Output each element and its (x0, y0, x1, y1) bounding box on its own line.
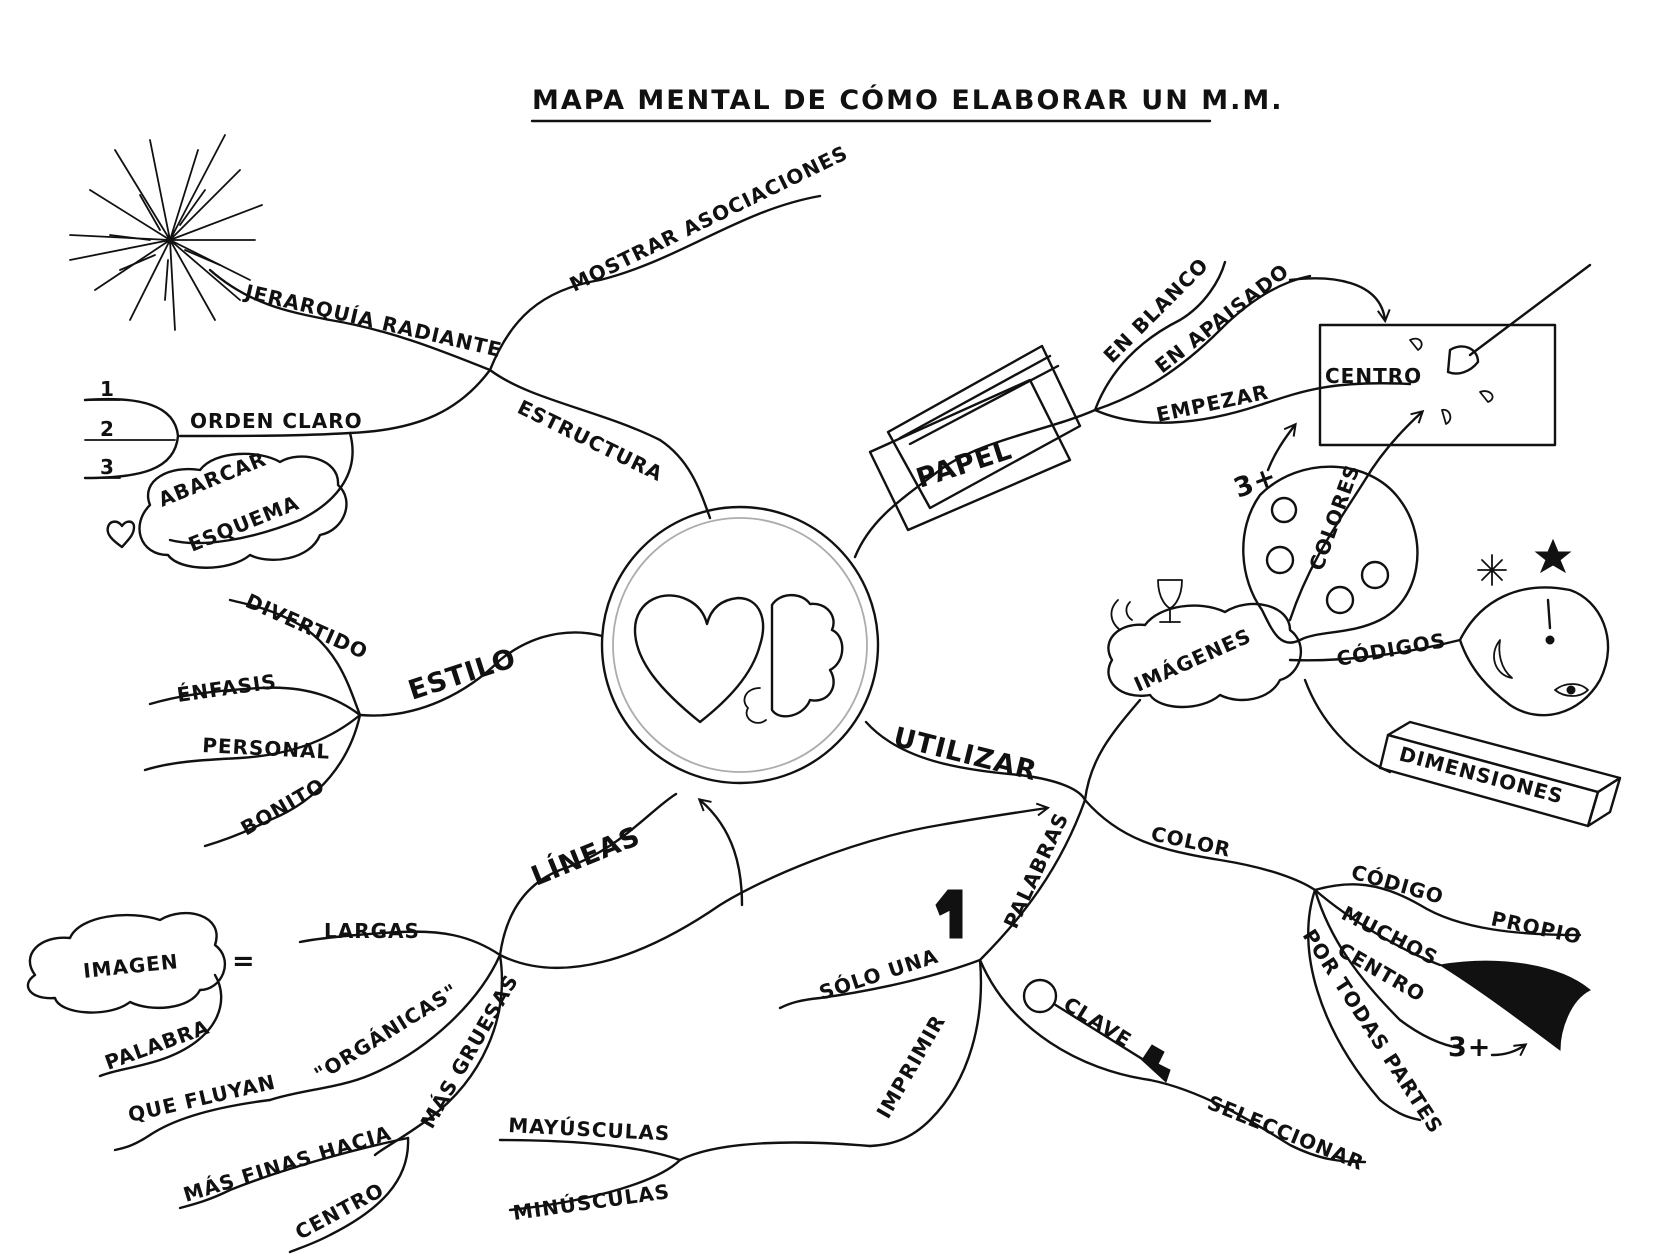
branch-en-blanco (1093, 260, 1227, 412)
label-num-3: 3 (100, 455, 115, 479)
heart-icon (106, 520, 136, 549)
branch-en-apaisado (1093, 274, 1312, 412)
label-jerarquia-radiante: JERARQUÍA RADIANTE (241, 279, 505, 362)
branch-jerarquia (208, 268, 492, 372)
label-num-2: 2 (100, 417, 115, 441)
label-centro-lineas: CENTRO (291, 1178, 388, 1245)
imagen-cloud (26, 912, 227, 1014)
imprimir-link (678, 1141, 872, 1162)
number-one-icon (935, 889, 963, 939)
ink-brush-icon (1438, 960, 1591, 1051)
branch-bonito (203, 713, 362, 848)
branch-estilo (358, 631, 604, 717)
branch-estructura (488, 368, 712, 520)
label-lineas: LÍNEAS (527, 820, 645, 893)
heart-and-brain-icon (600, 505, 880, 785)
label-clave: CLAVE (1059, 992, 1136, 1052)
label-estilo: ESTILO (405, 643, 521, 707)
label-imprimir: IMPRIMIR (872, 1010, 951, 1122)
label-esquema: ESQUEMA (185, 490, 303, 556)
3d-box-icon (1378, 720, 1622, 828)
map-title: MAPA MENTAL DE CÓMO ELABORAR UN M.M. (532, 84, 1283, 116)
branch-codigos (1288, 638, 1462, 662)
imagenes-cloud (1107, 602, 1302, 709)
branch-seleccionar (978, 958, 1367, 1164)
branch-color (1083, 798, 1317, 892)
label-utilizar: UTILIZAR (890, 722, 1040, 788)
branch-mas-finas (178, 1136, 410, 1210)
label-igual: = (232, 946, 256, 977)
branch-imagenes (1083, 698, 1142, 802)
esquema-cloud (138, 452, 348, 569)
branch-muchos (1313, 888, 1442, 967)
branch-colores (1288, 412, 1422, 622)
brush-canvas-icon (1318, 263, 1592, 447)
label-orden-claro: ORDEN CLARO (190, 409, 363, 433)
label-tres-mas-color: 3+ (1448, 1032, 1491, 1063)
label-mostrar-asociaciones: MOSTRAR ASOCIACIONES (566, 141, 852, 297)
tres-mas-arrow (1490, 1045, 1525, 1057)
symbols-icon (1458, 538, 1610, 717)
label-codigo: CÓDIGO (1349, 860, 1447, 909)
branch-enfasis (148, 686, 362, 717)
label-codigos: CÓDIGOS (1335, 628, 1448, 671)
label-palabras: PALABRAS (999, 809, 1074, 932)
branch-palabras (978, 798, 1087, 962)
branch-palabra (98, 973, 223, 1078)
orden-bracket (83, 397, 180, 480)
label-papel: PAPEL (913, 435, 1016, 495)
apaisado-arrow (1288, 277, 1385, 320)
label-enfasis: ÉNFASIS (175, 669, 278, 707)
branch-codigo (1313, 883, 1582, 937)
branch-lineas (498, 792, 678, 957)
label-imagen: IMAGEN (82, 949, 180, 983)
label-divertido: DIVERTIDO (242, 589, 372, 664)
label-largas: LARGAS (324, 919, 420, 943)
branch-minusculas (508, 1158, 682, 1212)
label-estructura: ESTRUCTURA (514, 395, 667, 486)
label-minusculas: MINÚSCULAS (511, 1179, 671, 1225)
branch-largas (298, 930, 502, 957)
branch-divertido (228, 598, 362, 717)
label-propio: PROPIO (1489, 906, 1584, 949)
branch-mayusculas (498, 1138, 682, 1162)
branch-dimensiones (1303, 678, 1392, 774)
label-tres-mas-colores: 3+ (1230, 461, 1281, 505)
label-num-1: 1 (100, 377, 115, 401)
label-seleccionar: SELECCIONAR (1204, 1090, 1368, 1175)
label-empezar: EMPEZAR (1154, 380, 1271, 427)
label-que-fluyan: QUE FLUYAN (126, 1070, 278, 1127)
branch-organicas (268, 953, 502, 1102)
lineas-back-arrow (700, 800, 744, 907)
branch-solo-una (778, 958, 982, 1010)
label-palabra: PALABRA (102, 1015, 213, 1075)
branch-personal (143, 713, 362, 772)
branch-centro-lineas (288, 1136, 410, 1254)
label-centro-papel: CENTRO (1325, 364, 1422, 388)
label-dimensiones: DIMENSIONES (1397, 742, 1566, 809)
palette-icon (1242, 465, 1419, 644)
wine-glass-icon (1110, 579, 1183, 631)
key-icon (1022, 978, 1171, 1083)
branch-esquema (168, 431, 354, 545)
branch-que-fluyan (113, 1098, 272, 1152)
label-colores: COLORES (1304, 461, 1365, 574)
branch-mostrar (488, 194, 822, 372)
label-solo-una: SÓLO UNA (816, 944, 941, 1005)
label-imagenes: IMÁGENES (1130, 624, 1255, 697)
colores-up-arrow (1266, 425, 1295, 472)
starburst-icon (69, 134, 263, 331)
branch-por-todas-partes (1307, 888, 1422, 1122)
label-bonito: BONITO (237, 773, 330, 840)
branch-imprimir (868, 958, 983, 1148)
paper-stack-icon (868, 344, 1082, 532)
label-abarcar: ABARCAR (155, 447, 270, 512)
branch-centro-color (1313, 888, 1462, 1050)
branch-empezar (1093, 382, 1412, 424)
branch-mas-gruesas (373, 953, 504, 1157)
branch-utilizar (864, 720, 1087, 802)
lineas-flow-arrow (498, 808, 1047, 969)
